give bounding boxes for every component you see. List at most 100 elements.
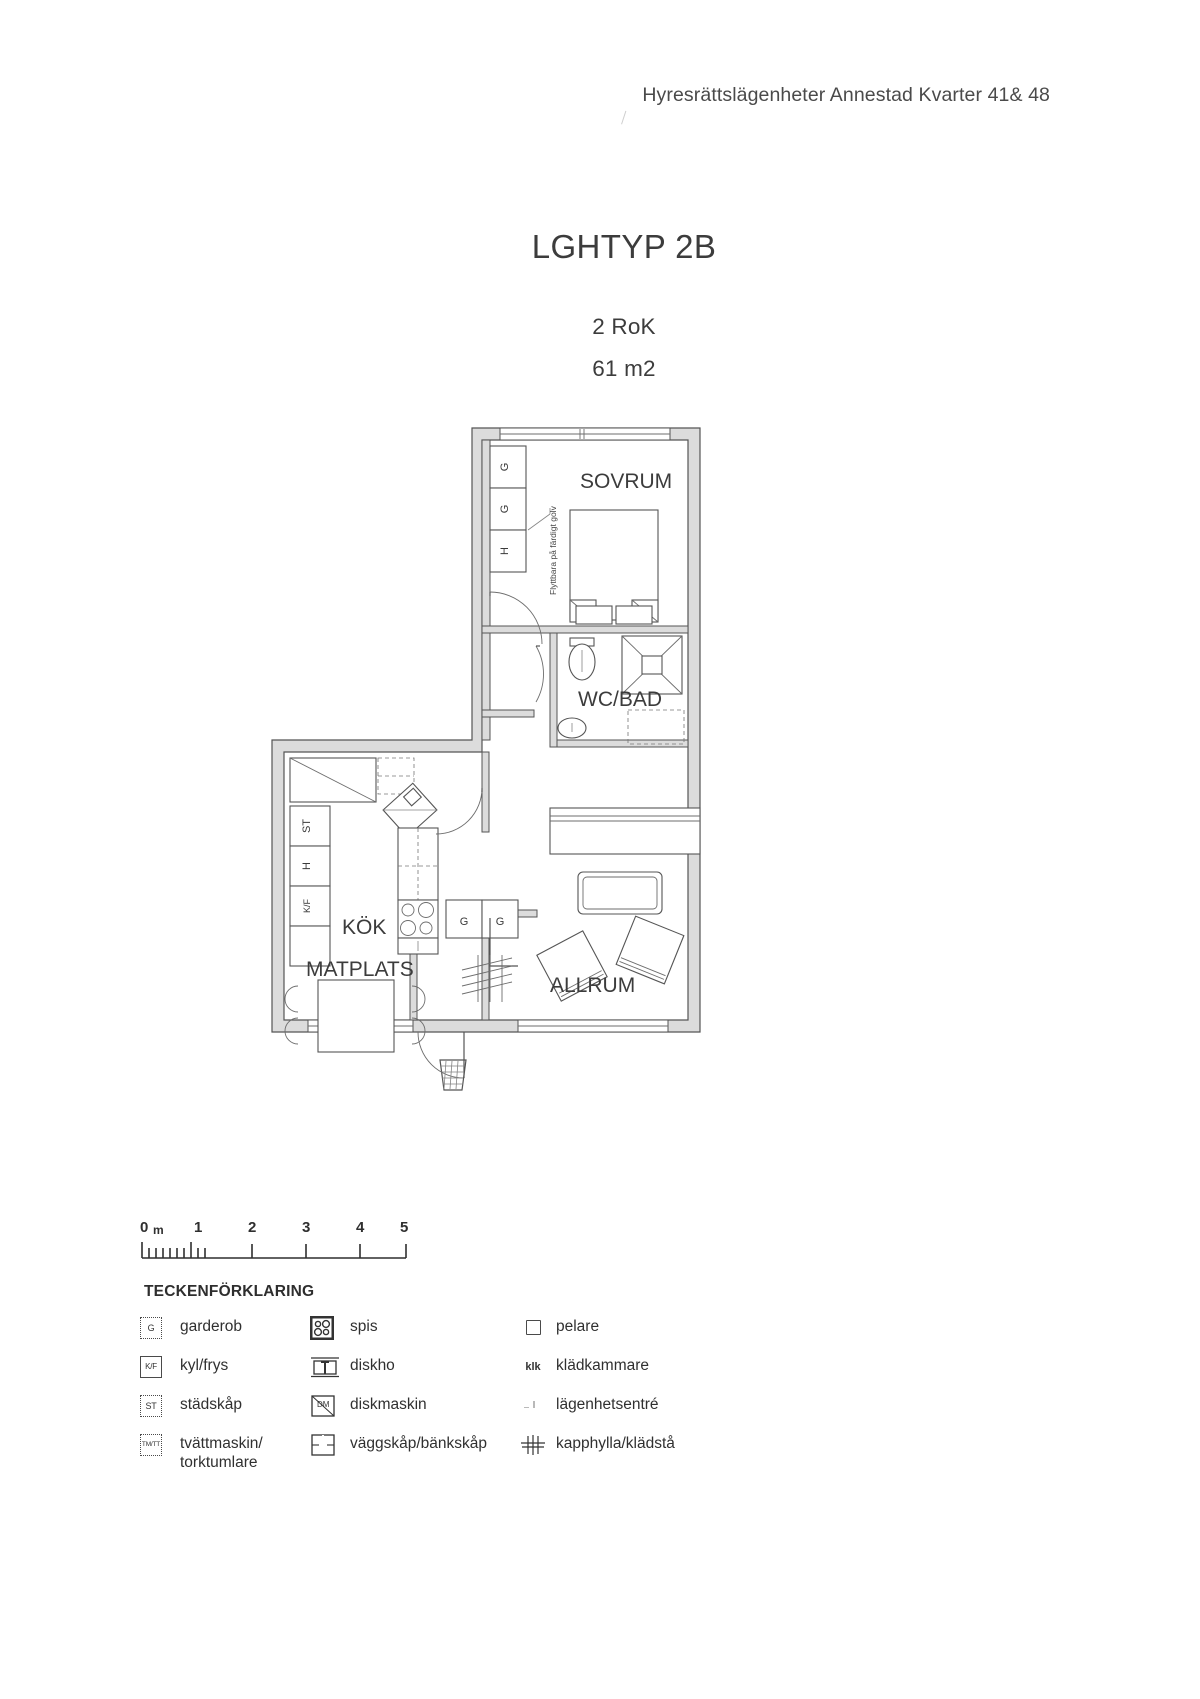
svg-text:ST: ST bbox=[301, 819, 313, 833]
closet-hall-g1: G bbox=[445, 899, 483, 939]
area-label: 61 m2 bbox=[592, 356, 656, 381]
fixture-washbasin bbox=[557, 717, 587, 739]
legend-row: ST städskåp DM diskmaskin lägenh bbox=[140, 1393, 700, 1432]
room-wcbad: WC/BAD bbox=[535, 635, 685, 745]
header-tick-mark bbox=[621, 110, 635, 128]
svg-text:4: 4 bbox=[356, 1219, 365, 1236]
legend-item-garderob: G garderob bbox=[140, 1315, 310, 1339]
svg-text:H: H bbox=[499, 547, 511, 555]
closets-hall: G G bbox=[445, 899, 519, 939]
legend-item-spis: spis bbox=[310, 1315, 510, 1340]
room-allrum: ALLRUM bbox=[536, 807, 701, 1002]
closet-kitchen-st: ST bbox=[289, 805, 331, 847]
svg-text:G: G bbox=[460, 916, 469, 928]
diskho-icon bbox=[310, 1354, 350, 1378]
door-entrance bbox=[417, 1031, 465, 1079]
svg-text:G: G bbox=[499, 505, 511, 514]
door-kok-hall bbox=[435, 787, 483, 835]
legend: TECKENFÖRKLARING G garderob bbox=[140, 1283, 700, 1478]
room-matplats: MATPLATS bbox=[284, 958, 426, 1053]
furniture-chair-4 bbox=[411, 1017, 426, 1045]
svg-text:DM: DM bbox=[317, 1400, 330, 1409]
legend-row: TM/TT tvättmaskin/ torktumlare väggskåp/… bbox=[140, 1432, 700, 1478]
legend-item-kapphylla: kapphylla/klädstå bbox=[510, 1432, 700, 1456]
room-count-label: 2 RoK bbox=[592, 314, 656, 339]
legend-label: pelare bbox=[556, 1318, 600, 1335]
door-wcbad bbox=[535, 645, 544, 703]
furniture-armchair-2 bbox=[615, 915, 685, 985]
icon-kapphylla bbox=[461, 918, 518, 1002]
svg-text:0: 0 bbox=[140, 1219, 148, 1236]
doormat-hatch bbox=[439, 1059, 467, 1091]
legend-row: K/F kyl/frys diskho klk bbox=[140, 1354, 700, 1393]
apartment-type-title: LGHTYP 2B bbox=[531, 228, 717, 265]
appliance-tvattmaskin-dashed bbox=[627, 709, 685, 745]
room-label-allrum: ALLRUM bbox=[550, 974, 635, 997]
legend-item-pelare: pelare bbox=[510, 1315, 700, 1339]
title-block: LGHTYP 2B 2 RoK 61 m2 bbox=[0, 228, 1200, 382]
legend-item-tvattmaskin: TM/TT tvättmaskin/ torktumlare bbox=[140, 1432, 310, 1472]
svg-text:K/F: K/F bbox=[302, 899, 312, 914]
project-title-header: Hyresrättslägenheter Annestad Kvarter 41… bbox=[642, 84, 1050, 106]
stadskap-icon: ST bbox=[140, 1393, 180, 1417]
legend-label: klädkammare bbox=[556, 1357, 650, 1374]
legend-label: kyl/frys bbox=[180, 1357, 229, 1374]
room-sovrum: G G H Flyttbara på färdigt golv bbox=[489, 445, 672, 645]
legend-label: diskmaskin bbox=[350, 1396, 427, 1413]
appliance-kylfrys: K/F bbox=[289, 885, 331, 927]
fixture-toilet bbox=[568, 637, 596, 681]
room-label-wcbad: WC/BAD bbox=[578, 688, 662, 711]
counter-top-left bbox=[289, 757, 377, 803]
room-label-sovrum: SOVRUM bbox=[580, 470, 672, 493]
window-bedroom-top bbox=[499, 427, 671, 441]
fixture-shower bbox=[621, 635, 683, 695]
closet-bedroom-g2: G bbox=[489, 487, 527, 531]
klk-icon: klk bbox=[525, 1360, 541, 1373]
window-allrum-bottom bbox=[517, 1019, 669, 1033]
counter-kitchen-lower bbox=[289, 925, 331, 967]
furniture-armchair-1 bbox=[536, 930, 608, 1002]
svg-text:H: H bbox=[301, 862, 313, 870]
furniture-dining-table bbox=[317, 979, 395, 1053]
vaggskap-icon bbox=[310, 1432, 350, 1456]
closet-bedroom-h: H bbox=[489, 529, 527, 573]
legend-label: väggskåp/bänkskåp bbox=[350, 1435, 488, 1452]
svg-text:2: 2 bbox=[248, 1219, 256, 1236]
door-sovrum bbox=[489, 591, 543, 645]
legend-item-lagenhetsentre: lägenhetsentré bbox=[510, 1393, 700, 1417]
lagenhetsentre-icon bbox=[510, 1393, 556, 1417]
legend-item-diskho: diskho bbox=[310, 1354, 510, 1378]
svg-text:3: 3 bbox=[302, 1219, 310, 1236]
legend-item-stadskap: ST städskåp bbox=[140, 1393, 310, 1417]
pelare-icon bbox=[510, 1315, 556, 1339]
legend-item-vaggskap: väggskåp/bänkskåp bbox=[310, 1432, 510, 1456]
legend-item-diskmaskin: DM diskmaskin bbox=[310, 1393, 510, 1417]
furniture-chair-3 bbox=[411, 985, 426, 1013]
garderob-icon: G bbox=[140, 1315, 180, 1339]
kapphylla-icon bbox=[510, 1432, 556, 1456]
appliance-diskmaskin bbox=[382, 782, 438, 838]
scale-bar: .sl { stroke:#2f2f2f; stroke-width:1.6; … bbox=[138, 1210, 428, 1280]
legend-label: diskho bbox=[350, 1357, 395, 1374]
legend-label: garderob bbox=[180, 1318, 243, 1335]
svg-text:5: 5 bbox=[400, 1219, 408, 1236]
annotation-flyttbara: Flyttbara på färdigt golv bbox=[548, 505, 558, 595]
furniture-bed bbox=[569, 509, 659, 625]
legend-label: städskåp bbox=[180, 1396, 243, 1413]
legend-item-kladkammare: klk klädkammare bbox=[510, 1354, 700, 1378]
room-kok: ST H K/F bbox=[289, 757, 439, 967]
room-label-matplats: MATPLATS bbox=[306, 958, 414, 981]
counter-kitchen-vertical bbox=[397, 827, 439, 901]
spis-icon bbox=[310, 1315, 350, 1340]
legend-label: spis bbox=[350, 1318, 378, 1335]
closet-hall-g2: G bbox=[481, 899, 519, 939]
legend-title: TECKENFÖRKLARING bbox=[144, 1283, 315, 1300]
legend-row: G garderob spis bbox=[140, 1315, 700, 1354]
svg-text:m: m bbox=[153, 1223, 164, 1237]
tvattmaskin-icon: TM/TT bbox=[140, 1432, 180, 1456]
room-label-kok: KÖK bbox=[342, 916, 386, 939]
closet-kitchen-h: H bbox=[289, 845, 331, 887]
furniture-chair-2 bbox=[284, 1017, 299, 1045]
svg-text:1: 1 bbox=[194, 1219, 202, 1236]
svg-text:G: G bbox=[496, 916, 505, 928]
